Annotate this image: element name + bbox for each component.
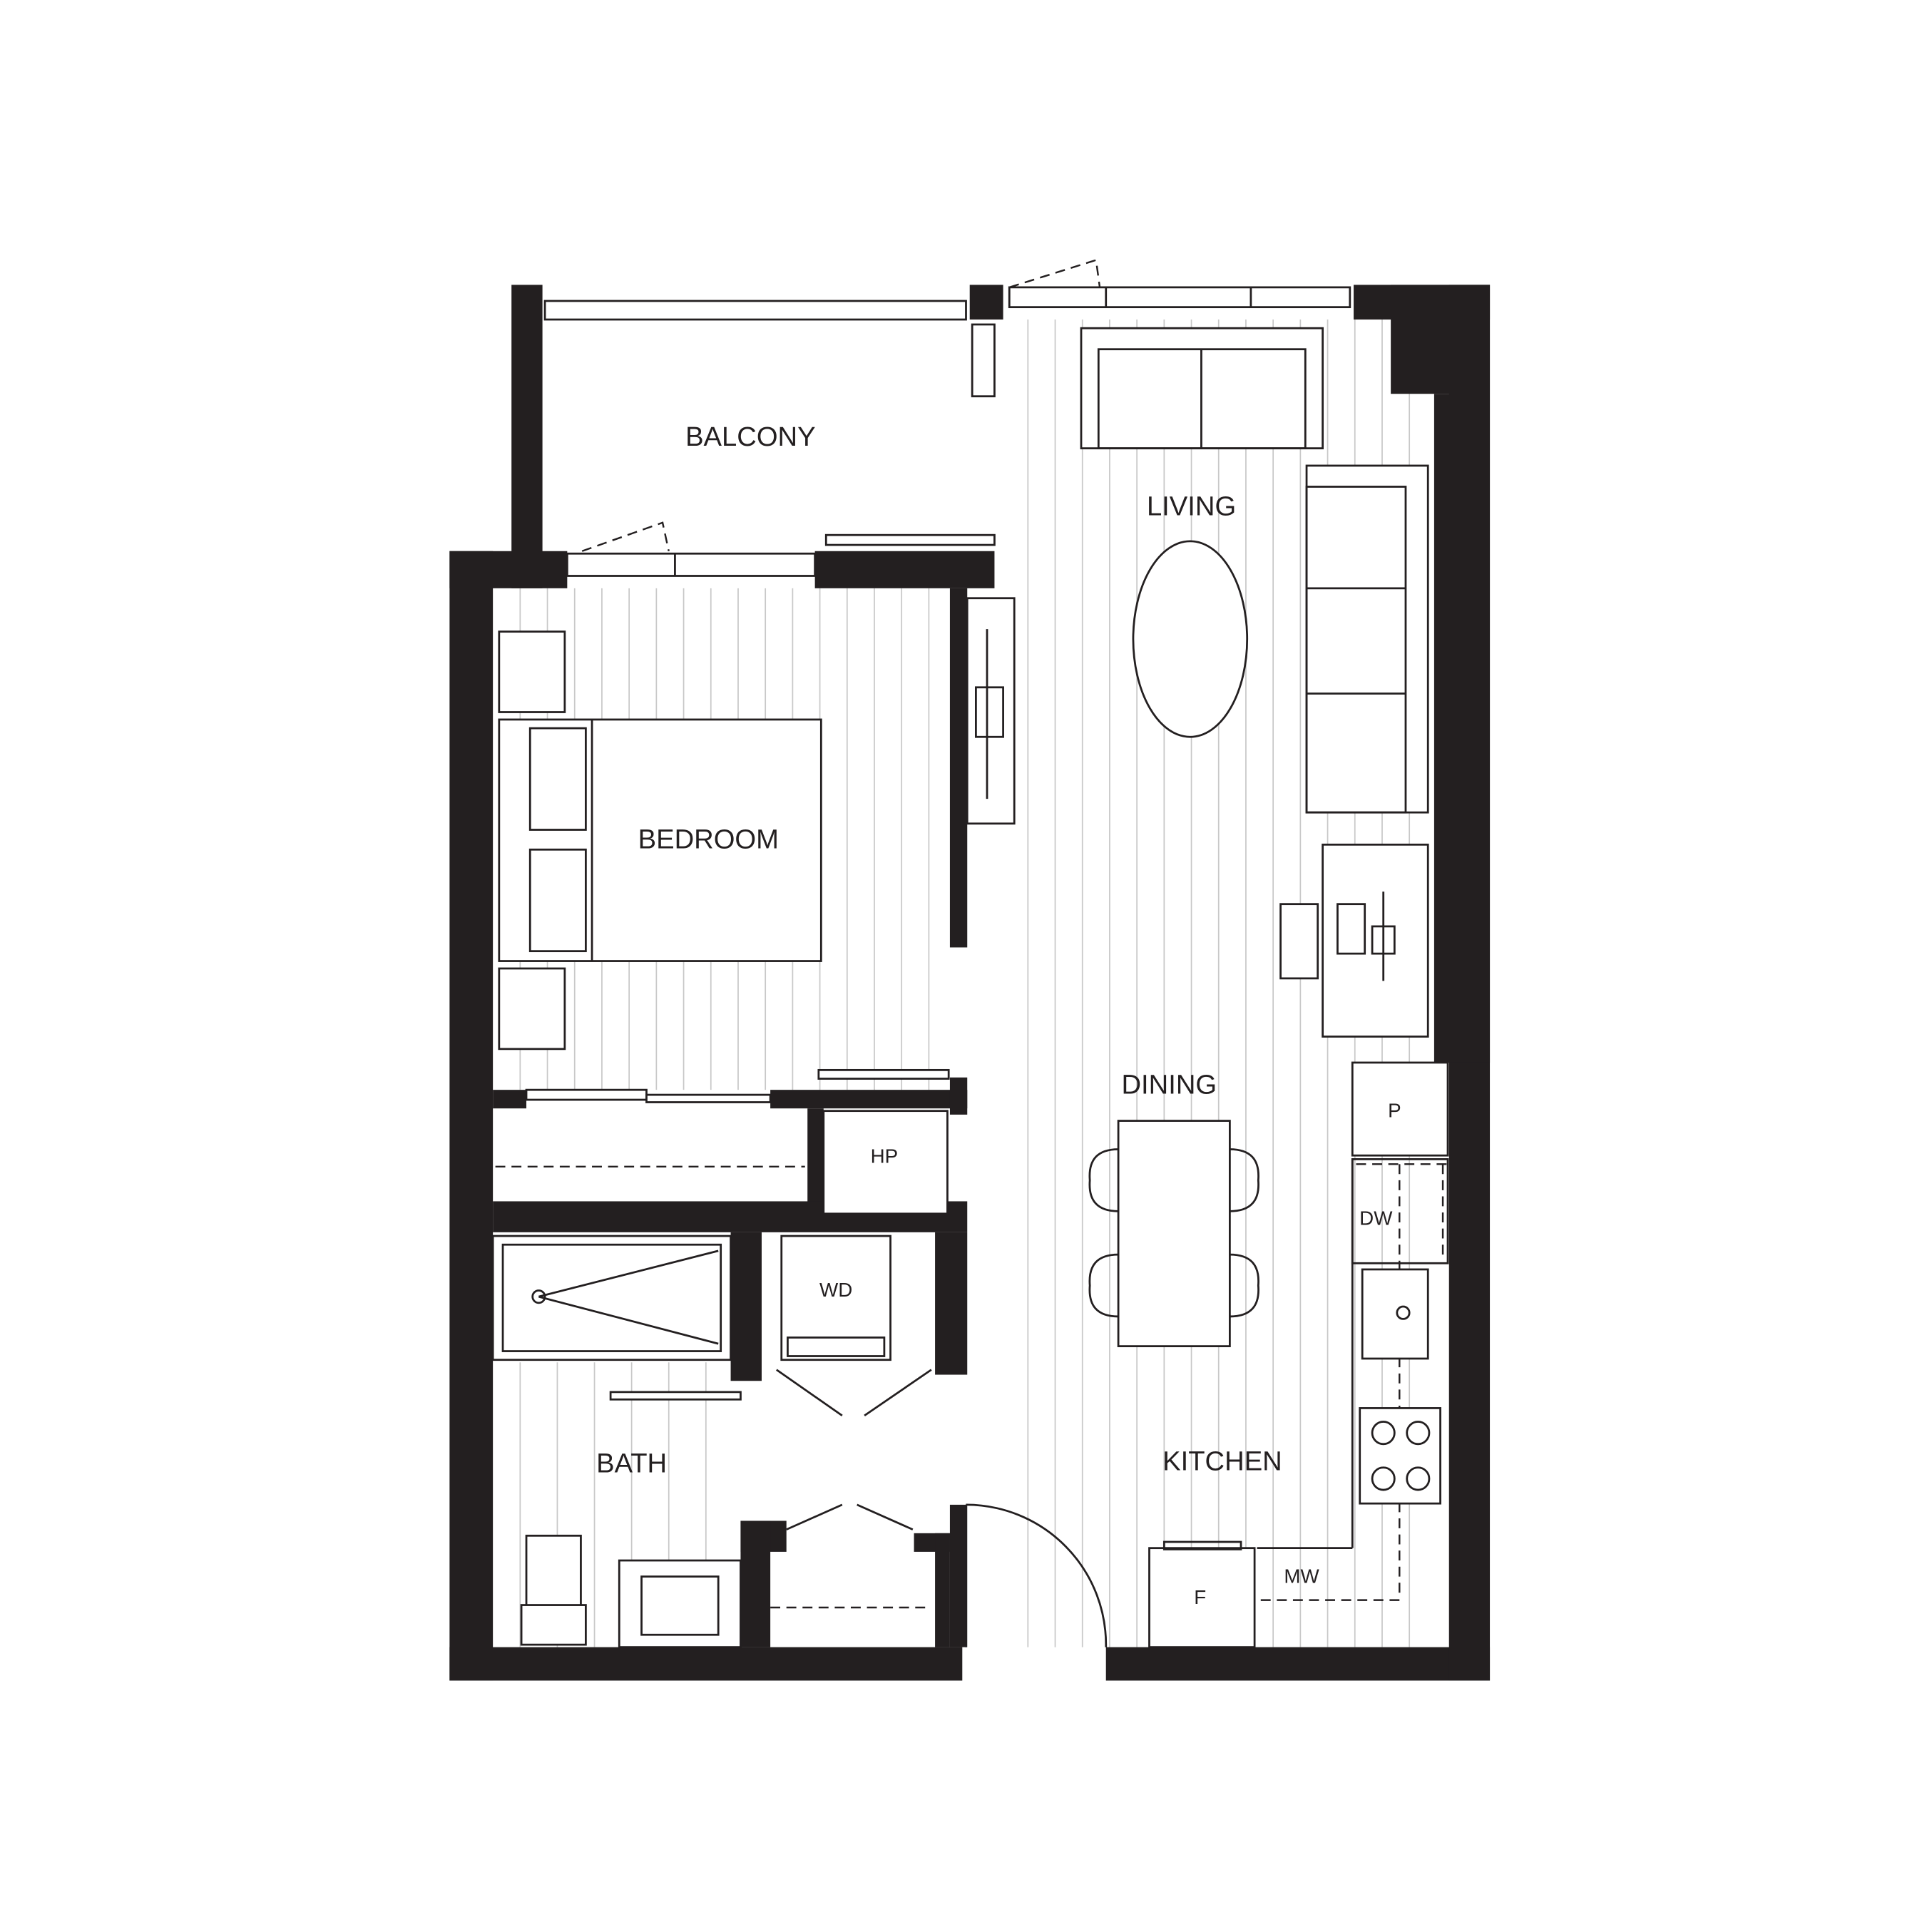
hp-label: HP — [871, 1145, 899, 1167]
bath-label: BATH — [596, 1448, 667, 1479]
dining-label: DINING — [1121, 1069, 1217, 1100]
mw-label: MW — [1284, 1565, 1319, 1587]
toilet — [525, 1534, 582, 1617]
p-label: P — [1388, 1099, 1401, 1121]
cooktop — [1359, 1407, 1441, 1505]
room-labels: BALCONY LIVING BEDROOM DINING KITCHEN BA… — [596, 421, 1401, 1608]
kitchen-sink — [1361, 1268, 1429, 1360]
dining-table — [1117, 1120, 1231, 1348]
kitchen-label: KITCHEN — [1162, 1446, 1282, 1476]
bedroom-label: BEDROOM — [638, 824, 779, 855]
wd-label: WD — [819, 1279, 852, 1301]
bed — [498, 718, 822, 962]
windows — [543, 259, 1351, 825]
balcony-label: BALCONY — [685, 421, 816, 452]
fridge — [1148, 1547, 1256, 1648]
bathtub — [491, 1235, 732, 1361]
bath-sink — [618, 1559, 742, 1648]
walls — [449, 285, 1491, 1681]
dw-label: DW — [1359, 1207, 1393, 1229]
desk — [1322, 843, 1429, 1038]
coffee-table — [1132, 540, 1249, 738]
living-label: LIVING — [1147, 491, 1236, 521]
f-label: F — [1194, 1586, 1206, 1608]
furniture — [491, 327, 1449, 1648]
